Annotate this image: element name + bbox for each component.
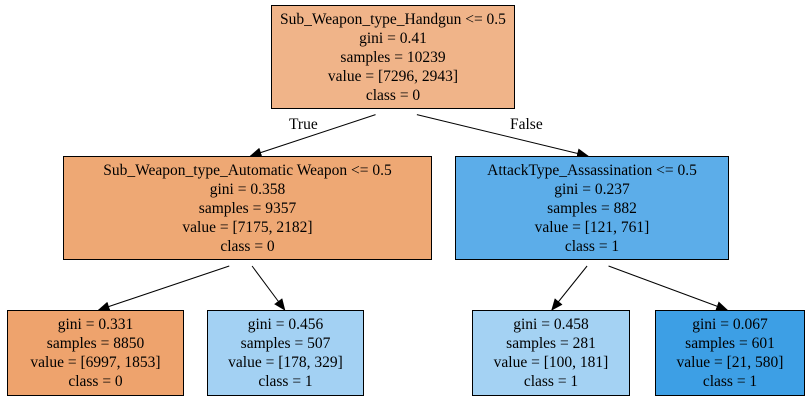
node-text-line: gini = 0.456 (247, 316, 324, 333)
edge-label-false: False (510, 116, 543, 133)
node-text-line: value = [7175, 2182] (182, 218, 313, 236)
node-text-line: samples = 882 (547, 199, 637, 217)
tree-edge-n2-n6 (608, 265, 729, 311)
node-text-line: samples = 9357 (198, 199, 297, 217)
node-text-line: value = [100, 181] (493, 354, 609, 371)
node-text-line: Sub_Weapon_type_Handgun <= 0.5 (280, 10, 506, 28)
node-text-line: gini = 0.358 (209, 180, 286, 198)
tree-edge-n0-n1 (249, 114, 376, 158)
node-text-line: class = 0 (220, 237, 275, 255)
tree-node-n4: gini = 0.456 samples = 507 value = [178, 3… (207, 310, 364, 396)
node-text-line: class = 1 (523, 373, 579, 390)
node-text-line: class = 0 (365, 86, 421, 104)
node-text-line: samples = 8850 (46, 335, 145, 352)
node-text-line: value = [6997, 1853] (30, 354, 161, 371)
tree-node-n3: gini = 0.331 samples = 8850 value = [6997,… (7, 310, 184, 396)
node-text-line: samples = 507 (240, 335, 331, 352)
node-text-line: gini = 0.331 (57, 316, 134, 333)
node-text-line: samples = 10239 (340, 48, 446, 66)
node-text-line: class = 1 (702, 373, 758, 390)
tree-edge-n1-n4 (251, 265, 286, 311)
node-text-line: gini = 0.458 (513, 316, 589, 333)
tree-node-n6: gini = 0.067 samples = 601 value = [21, 58… (655, 310, 805, 396)
tree-edge-n1-n3 (97, 265, 230, 312)
node-text-line: samples = 281 (506, 335, 596, 352)
node-text-line: value = [121, 761] (534, 218, 650, 236)
node-text-line: AttackType_Assassination <= 0.5 (487, 161, 697, 179)
node-text-line: gini = 0.067 (692, 316, 768, 333)
node-text-line: gini = 0.237 (554, 180, 630, 198)
tree-edge-n0-n2 (416, 114, 589, 159)
edge-label-true: True (289, 116, 318, 133)
node-text-line: value = [178, 329] (228, 354, 343, 371)
node-text-line: class = 1 (564, 237, 620, 255)
node-text-line: Sub_Weapon_type_Automatic Weapon <= 0.5 (103, 161, 392, 179)
node-text-line: value = [7296, 2943] (327, 67, 459, 85)
node-text-line: class = 1 (258, 373, 313, 390)
node-text-line: value = [21, 580] (676, 354, 784, 371)
tree-edge-n2-n5 (551, 265, 588, 311)
node-text-line: samples = 601 (685, 335, 775, 352)
node-text-line: gini = 0.41 (359, 29, 427, 47)
node-text-line: class = 0 (68, 373, 123, 390)
tree-node-n5: gini = 0.458 samples = 281 value = [100, 1… (472, 310, 630, 396)
